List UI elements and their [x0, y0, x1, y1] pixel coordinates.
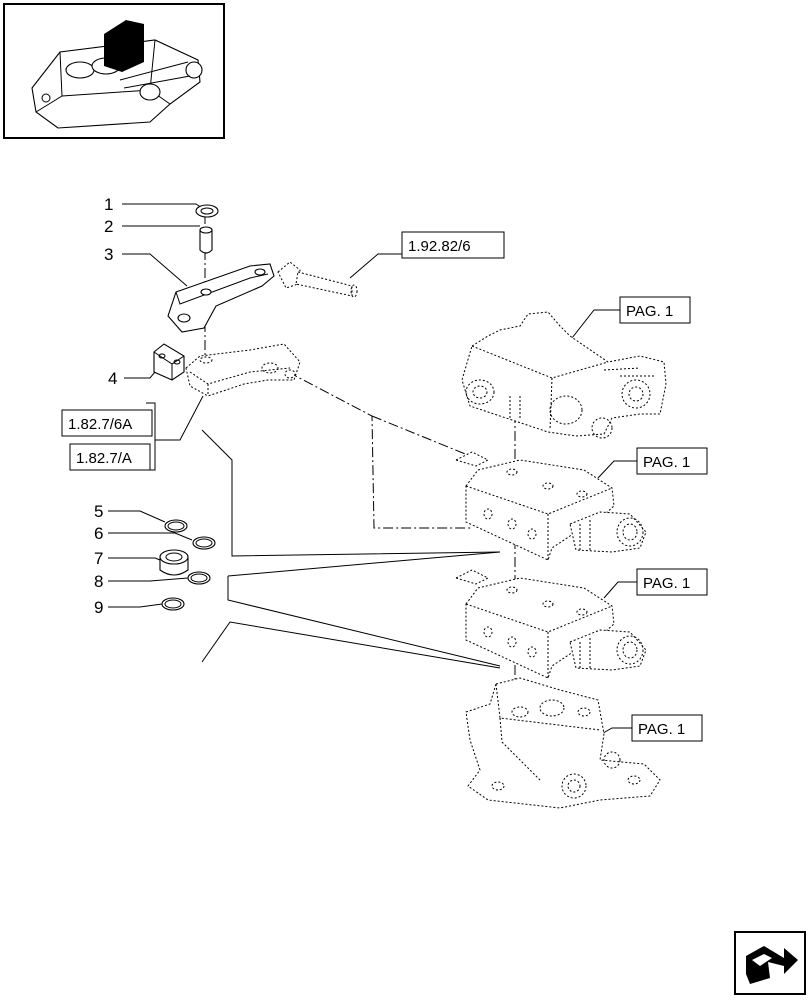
callout-3: 3 [104, 245, 113, 264]
callout-4: 4 [108, 369, 117, 388]
valve-section-lower [454, 569, 647, 679]
valve-base-housing [465, 677, 661, 809]
part-9-o-ring[interactable] [161, 597, 185, 611]
next-page-arrow-icon[interactable] [734, 931, 806, 995]
ref-box-1-82-7-6a[interactable]: 1.82.7/6A [61, 409, 153, 437]
svg-text:1.82.7/6A: 1.82.7/6A [68, 416, 132, 433]
ref-box-pag-1-upper-section[interactable]: PAG. 1 [636, 447, 708, 475]
part-7-bushing[interactable] [159, 549, 189, 576]
ref-box-1-82-7-a[interactable]: 1.82.7/A [69, 443, 151, 471]
part-5-o-ring[interactable] [164, 519, 188, 533]
control-valve-top [461, 311, 667, 439]
part-1-snap-ring[interactable] [195, 204, 219, 218]
ref-box-pag-1-base[interactable]: PAG. 1 [631, 714, 703, 742]
ref-box-pag-1-top[interactable]: PAG. 1 [619, 296, 691, 324]
svg-text:PAG. 1: PAG. 1 [643, 575, 690, 592]
callout-7: 7 [94, 549, 103, 568]
callout-9: 9 [94, 598, 103, 617]
svg-text:1.92.82/6: 1.92.82/6 [408, 238, 471, 255]
part-8-o-ring[interactable] [187, 571, 211, 585]
lift-arm-outline [185, 343, 301, 397]
assembly-leaders [201, 429, 501, 669]
part-2-pin[interactable] [199, 226, 213, 254]
part-3-lever[interactable] [167, 263, 275, 333]
ref-box-pag-1-lower-section[interactable]: PAG. 1 [636, 568, 708, 596]
callout-1: 1 [104, 195, 113, 214]
callout-6: 6 [94, 524, 103, 543]
part-4-bracket[interactable] [153, 343, 185, 381]
callout-labels: 1 2 3 4 5 6 7 8 9 [94, 195, 117, 617]
svg-text:PAG. 1: PAG. 1 [638, 721, 685, 738]
valve-section-upper [454, 451, 647, 561]
svg-text:PAG. 1: PAG. 1 [643, 454, 690, 471]
ref-box-1-92-82-6[interactable]: 1.92.82/6 [401, 231, 505, 259]
callout-8: 8 [94, 572, 103, 591]
svg-text:PAG. 1: PAG. 1 [626, 303, 673, 320]
lift-housing-thumbnail-icon[interactable] [3, 3, 225, 139]
callout-5: 5 [94, 502, 103, 521]
svg-text:1.82.7/A: 1.82.7/A [76, 450, 132, 467]
callout-2: 2 [104, 217, 113, 236]
linkage-rod-outline [277, 261, 358, 298]
part-6-o-ring[interactable] [192, 536, 216, 550]
